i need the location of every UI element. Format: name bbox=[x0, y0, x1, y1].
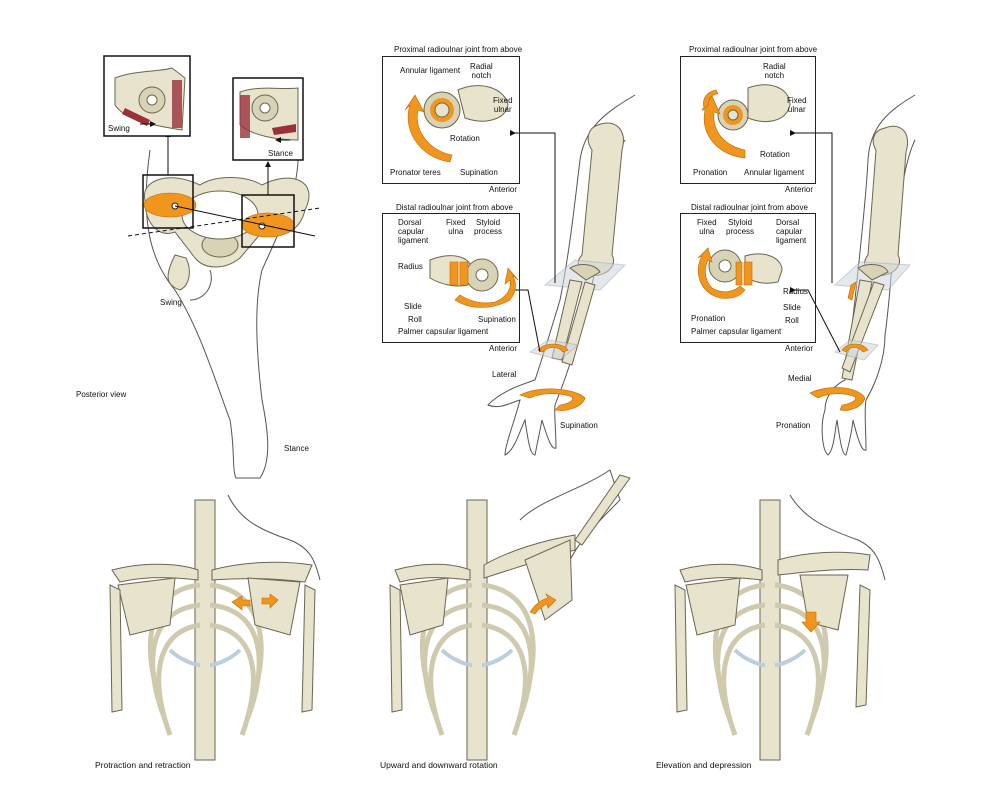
styloid-process-label-2: Styloid process bbox=[726, 218, 755, 236]
medial-label: Medial bbox=[788, 374, 812, 383]
supination-figure bbox=[404, 85, 636, 456]
anterior-label-4: Anterior bbox=[785, 344, 814, 353]
caption-upward-downward-rotation: Upward and downward rotation bbox=[380, 760, 498, 770]
lateral-label: Lateral bbox=[492, 370, 517, 379]
anterior-label-2: Anterior bbox=[489, 344, 518, 353]
dist-title-pronation: Distal radioulnar joint from above bbox=[691, 203, 808, 212]
thorax-figure-2 bbox=[389, 469, 631, 761]
stance-inset-label: Stance bbox=[268, 149, 293, 158]
pronation-figure bbox=[697, 84, 916, 456]
dist-inset-supination bbox=[382, 213, 520, 343]
hip-figure bbox=[103, 55, 321, 479]
posterior-view-label: Posterior view bbox=[76, 390, 127, 399]
supination-arm-label: Supination bbox=[560, 421, 598, 430]
pronator-teres-label: Pronator teres bbox=[390, 168, 441, 177]
anterior-label-3: Anterior bbox=[785, 185, 814, 194]
pronation-prox-label: Pronation bbox=[693, 168, 728, 177]
dist-inset-pronation bbox=[680, 213, 816, 343]
fixed-ulna-label-2: Fixed ulna bbox=[697, 218, 717, 236]
annular-ligament-label: Annular ligament bbox=[400, 66, 461, 75]
radius-label-2: Radius bbox=[783, 287, 808, 296]
radius-label: Radius bbox=[398, 262, 423, 271]
thorax-figure-1 bbox=[109, 494, 321, 761]
prox-inset-supination bbox=[382, 56, 520, 184]
prox-title-pronation: Proximal radioulnar joint from above bbox=[689, 45, 818, 54]
swing-label: Swing bbox=[160, 298, 182, 307]
roll-label-2: Roll bbox=[785, 316, 799, 325]
dist-title-supination: Distal radioulnar joint from above bbox=[396, 203, 513, 212]
supination-prox-label: Supination bbox=[460, 168, 498, 177]
caption-protraction-retraction: Protraction and retraction bbox=[95, 760, 191, 770]
fixed-ulna-label: Fixed ulna bbox=[446, 218, 466, 236]
slide-label-2: Slide bbox=[783, 303, 801, 312]
roll-label: Roll bbox=[408, 315, 422, 324]
rotation-label: Rotation bbox=[450, 134, 480, 143]
supination-dist-label: Supination bbox=[478, 315, 516, 324]
slide-label: Slide bbox=[404, 302, 422, 311]
pronation-dist-label: Pronation bbox=[691, 314, 726, 323]
caption-elevation-depression: Elevation and depression bbox=[656, 760, 752, 770]
palmer-capsular-ligament-label: Palmer capsular ligament bbox=[398, 327, 489, 336]
annular-ligament-label-2: Annular ligament bbox=[744, 168, 805, 177]
radial-notch-label: Radial notch bbox=[470, 62, 493, 80]
thorax-figure-3 bbox=[674, 494, 886, 761]
rotation-label-2: Rotation bbox=[760, 150, 790, 159]
swing-inset-label: Swing bbox=[108, 124, 130, 133]
prox-inset-pronation bbox=[680, 56, 816, 184]
anterior-label-1: Anterior bbox=[489, 185, 518, 194]
dorsal-capular-ligament-label: Dorsal capular ligament bbox=[398, 218, 429, 245]
prox-title-supination: Proximal radioulnar joint from above bbox=[394, 45, 523, 54]
fixed-ulnar-label: Fixed ulnar bbox=[493, 96, 513, 114]
dorsal-capular-ligament-label-2: Dorsal capular ligament bbox=[776, 218, 807, 245]
radial-notch-label-2: Radial notch bbox=[763, 62, 786, 80]
fixed-ulnar-label-2: Fixed ulnar bbox=[787, 96, 807, 114]
palmer-capsular-ligament-label-2: Palmer capsular ligament bbox=[691, 327, 782, 336]
pronation-arm-label: Pronation bbox=[776, 421, 811, 430]
styloid-process-label: Styloid process bbox=[474, 218, 503, 236]
stance-label: Stance bbox=[284, 444, 309, 453]
